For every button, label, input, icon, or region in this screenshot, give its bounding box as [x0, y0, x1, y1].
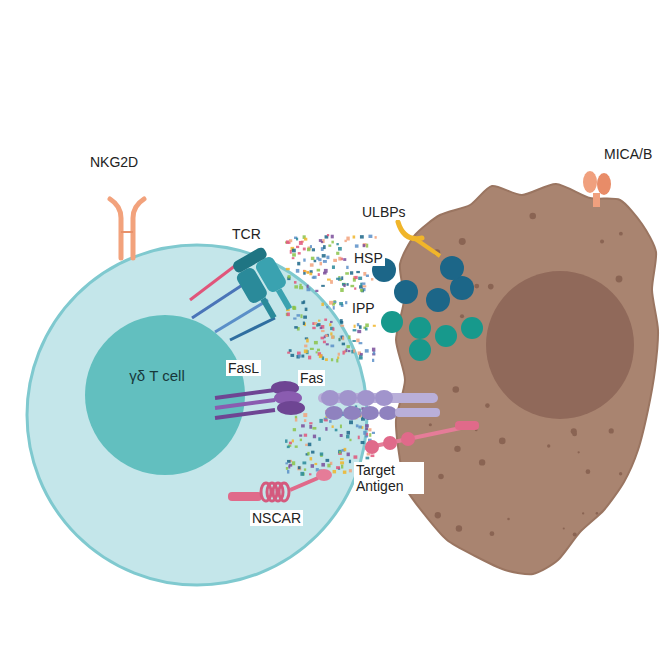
granule — [529, 213, 536, 220]
ulbp-ligand — [398, 222, 440, 256]
granule — [438, 474, 444, 480]
ligand-name: MICA/B — [602, 146, 654, 162]
granule — [616, 276, 623, 283]
tumor-cell — [396, 184, 658, 574]
granule — [435, 512, 441, 518]
granule — [572, 431, 577, 436]
granule — [586, 469, 591, 474]
granule — [582, 512, 584, 514]
tumor-membrane — [396, 184, 658, 574]
cell-nucleus — [85, 315, 245, 475]
receptor-name: NSCAR — [250, 510, 303, 526]
granule — [460, 314, 464, 318]
granule — [619, 232, 623, 236]
receptor-name: NKG2D — [88, 154, 140, 170]
granule — [547, 444, 550, 447]
granule — [507, 518, 510, 521]
antigen-name: Target Antigen — [354, 462, 424, 494]
granule — [563, 527, 565, 529]
fasl-ligand — [215, 381, 305, 418]
granule — [490, 531, 495, 536]
granule — [596, 512, 599, 515]
granule — [456, 525, 462, 531]
target-antigen — [365, 421, 479, 454]
receptor-name: Fas — [298, 370, 325, 386]
nscar-receptor — [228, 469, 332, 501]
granule — [499, 438, 506, 445]
secreted-particles — [285, 234, 377, 476]
ipp-molecules — [381, 311, 483, 361]
granule — [454, 446, 460, 452]
granule — [573, 532, 577, 536]
molecule-name: IPP — [350, 300, 377, 316]
granule — [609, 428, 614, 433]
granule — [619, 472, 622, 475]
tumor-nucleus — [486, 271, 634, 419]
granule — [578, 451, 580, 453]
cell-name: γδ T cell — [129, 367, 185, 384]
fas-receptor — [318, 390, 440, 420]
granule — [452, 386, 459, 393]
granule — [474, 284, 479, 289]
nkg2d-receptor — [110, 199, 144, 258]
mica-b-ligand — [583, 171, 611, 207]
tcr-complex — [190, 244, 299, 340]
ligand-name: FasL — [226, 360, 261, 376]
ligand-name: ULBPs — [360, 204, 408, 220]
receptor-name: TCR — [230, 226, 263, 242]
granule — [429, 423, 432, 426]
granule — [485, 403, 490, 408]
granule — [600, 239, 604, 243]
granule — [488, 284, 494, 290]
granule — [459, 238, 466, 245]
hsp-molecules — [372, 256, 474, 312]
molecule-name: HSP — [352, 250, 385, 266]
cell-membrane — [27, 245, 367, 585]
granule — [479, 459, 485, 465]
